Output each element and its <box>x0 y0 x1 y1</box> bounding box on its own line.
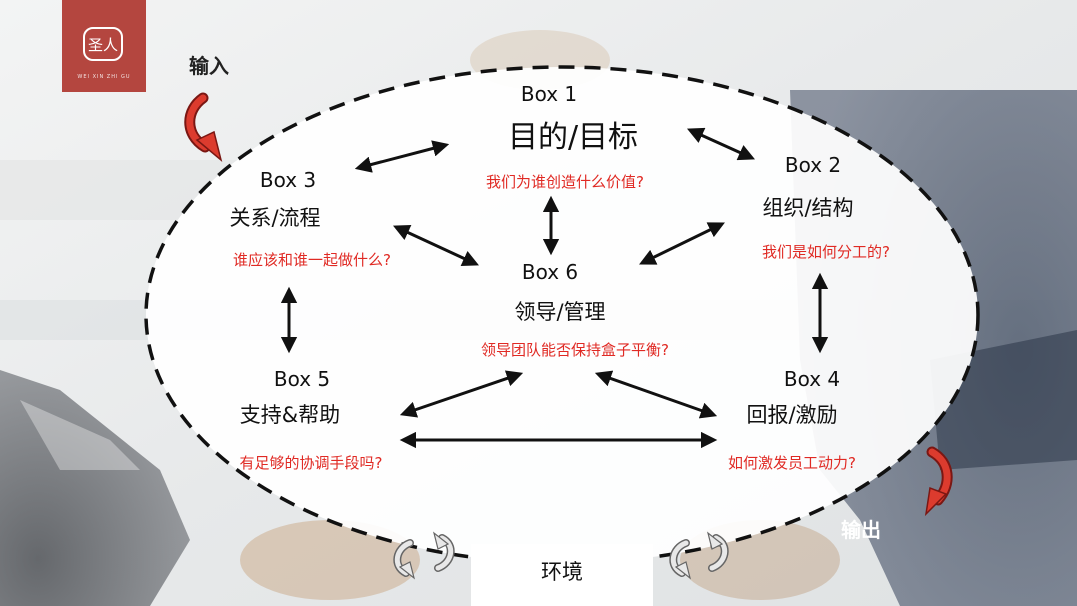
box3-name: 关系/流程 <box>229 206 321 230</box>
environment-exchange-left-icon <box>393 531 455 580</box>
box2-name: 组织/结构 <box>762 196 854 220</box>
arrow-box1-box2 <box>686 127 756 161</box>
box6-question: 领导团队能否保持盒子平衡? <box>481 341 669 359</box>
environment-label-box: 环境 <box>471 544 653 606</box>
box3-title: Box 3 <box>259 168 317 192</box>
box4-name: 回报/激励 <box>746 403 838 427</box>
box6-name: 领导/管理 <box>514 300 606 324</box>
logo-subtitle: WEI XIN ZHI GU <box>77 74 131 80</box>
arrow-box2-box6 <box>639 222 725 265</box>
box5-name: 支持&帮助 <box>239 403 341 427</box>
arrow-box5-box6 <box>399 370 524 418</box>
box5-question: 有足够的协调手段吗? <box>239 454 383 472</box>
box5-title: Box 5 <box>273 367 331 391</box>
box4-question: 如何激发员工动力? <box>728 454 856 472</box>
brand-logo: 圣人 WEI XIN ZHI GU <box>62 0 146 92</box>
arrow-box3-box1 <box>354 140 450 173</box>
box6-title: Box 6 <box>521 260 579 284</box>
arrow-box3-box6 <box>393 225 479 266</box>
box1-name: 目的/目标 <box>507 120 639 155</box>
box1-question: 我们为谁创造什么价值? <box>486 173 644 191</box>
environment-exchange-right-icon <box>669 531 729 580</box>
output-label: 输出 <box>841 518 881 542</box>
logo-mark: 圣人 <box>88 36 118 54</box>
box1-title: Box 1 <box>520 82 578 106</box>
input-label: 输入 <box>189 54 229 78</box>
box2-question: 我们是如何分工的? <box>762 243 890 261</box>
input-arrow-icon <box>184 92 223 163</box>
box2-title: Box 2 <box>784 153 842 177</box>
output-arrow-icon <box>924 446 953 517</box>
box3-question: 谁应该和谁一起做什么? <box>233 251 391 269</box>
brand-seal-icon: 圣人 <box>83 27 123 61</box>
box4-title: Box 4 <box>783 367 841 391</box>
environment-label: 环境 <box>541 560 583 584</box>
arrow-box6-box4 <box>594 370 718 419</box>
